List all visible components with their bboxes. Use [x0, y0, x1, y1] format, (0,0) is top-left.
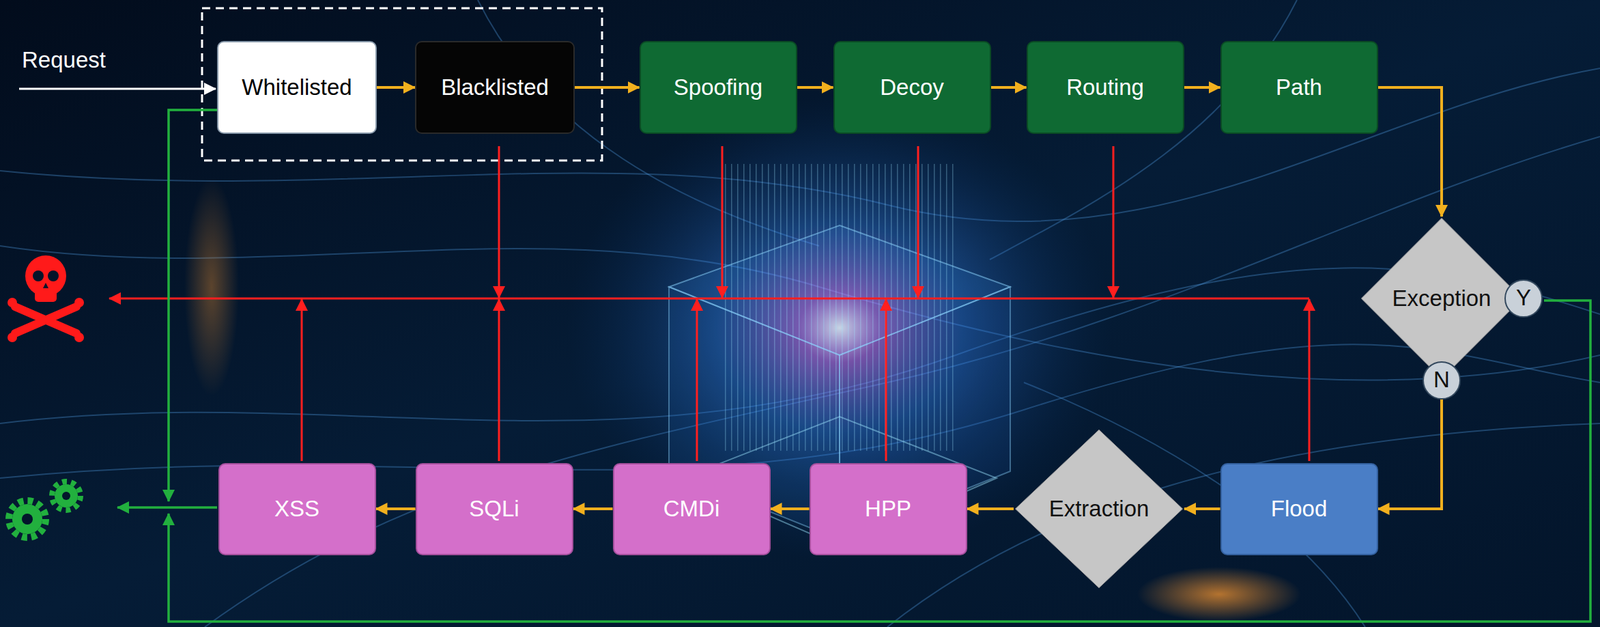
flow-arrow	[1184, 507, 1221, 510]
chip-glow	[566, 95, 1113, 560]
blacklist-check: Blacklisted	[415, 40, 575, 134]
branch-marker: Y	[1504, 279, 1543, 318]
group-bracket	[202, 8, 603, 161]
accept-wires	[117, 109, 1591, 622]
decision-diamond: Extraction	[1013, 427, 1185, 590]
flow-arrow	[573, 507, 613, 510]
attack-check-box: HPP	[809, 462, 968, 555]
node-text: Path	[1275, 74, 1323, 101]
node-text: Routing	[1066, 74, 1145, 101]
node-text: CMDi	[663, 495, 720, 522]
decision-diamond: Exception	[1359, 216, 1524, 381]
request-arrow	[19, 88, 216, 91]
node-text: Flood	[1270, 495, 1328, 522]
flow-arrow	[574, 86, 640, 89]
node-text: Extraction	[1049, 495, 1150, 522]
attack-check-box: XSS	[218, 462, 377, 555]
node-text: XSS	[274, 495, 320, 522]
flow-arrow	[1378, 87, 1443, 217]
process-box: Routing	[1026, 40, 1185, 134]
input-label: Request	[21, 47, 106, 74]
attack-check-box: CMDi	[612, 462, 771, 555]
flow-arrow	[1378, 380, 1443, 509]
flow-arrow	[991, 86, 1027, 89]
node-text: Blacklisted	[440, 74, 549, 101]
orange-glow	[184, 177, 239, 396]
node-text: Whitelisted	[241, 74, 352, 101]
branch-marker: N	[1422, 361, 1461, 400]
flow-arrow	[770, 507, 810, 510]
gear-icon	[8, 481, 81, 538]
flow-arrow	[967, 507, 1015, 510]
flow-arrow	[376, 86, 416, 89]
whitelist-check: Whitelisted	[217, 40, 377, 134]
skull-icon	[7, 255, 84, 342]
process-box: Decoy	[833, 40, 992, 134]
flow-arrow	[376, 507, 416, 510]
node-text: Spoofing	[673, 74, 763, 101]
node-text: Exception	[1392, 285, 1492, 312]
process-box: Spoofing	[639, 40, 798, 134]
node-text: Decoy	[879, 74, 945, 101]
node-text: HPP	[864, 495, 912, 522]
orange-glow	[1137, 566, 1302, 622]
reject-wires	[109, 146, 1310, 461]
flow-arrow	[1184, 86, 1221, 89]
node-text: SQLi	[468, 495, 519, 522]
attack-check-box: SQLi	[415, 462, 574, 555]
process-box: Flood	[1220, 462, 1379, 555]
flow-arrow	[797, 86, 834, 89]
process-box: Path	[1220, 40, 1379, 134]
